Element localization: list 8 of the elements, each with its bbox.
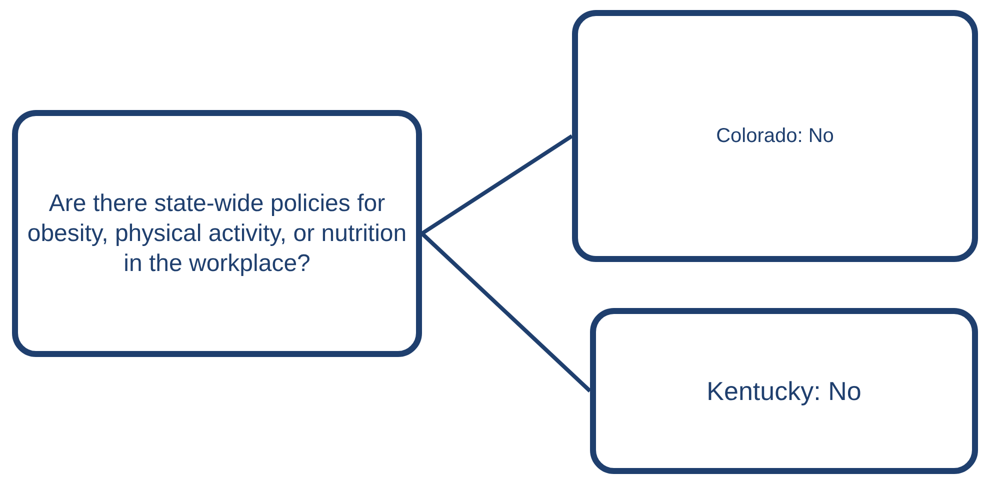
connector-line	[420, 232, 592, 392]
box-text: Kentucky: No	[706, 374, 862, 408]
rounded-box	[590, 308, 978, 474]
connector-line	[420, 134, 574, 236]
rounded-box	[12, 110, 422, 357]
box-text: Colorado: No	[716, 124, 834, 149]
rounded-box	[572, 10, 978, 262]
box-text: Are there state-wide policies for obesity, physical activity, or nutrition in the workplace?	[26, 188, 408, 278]
